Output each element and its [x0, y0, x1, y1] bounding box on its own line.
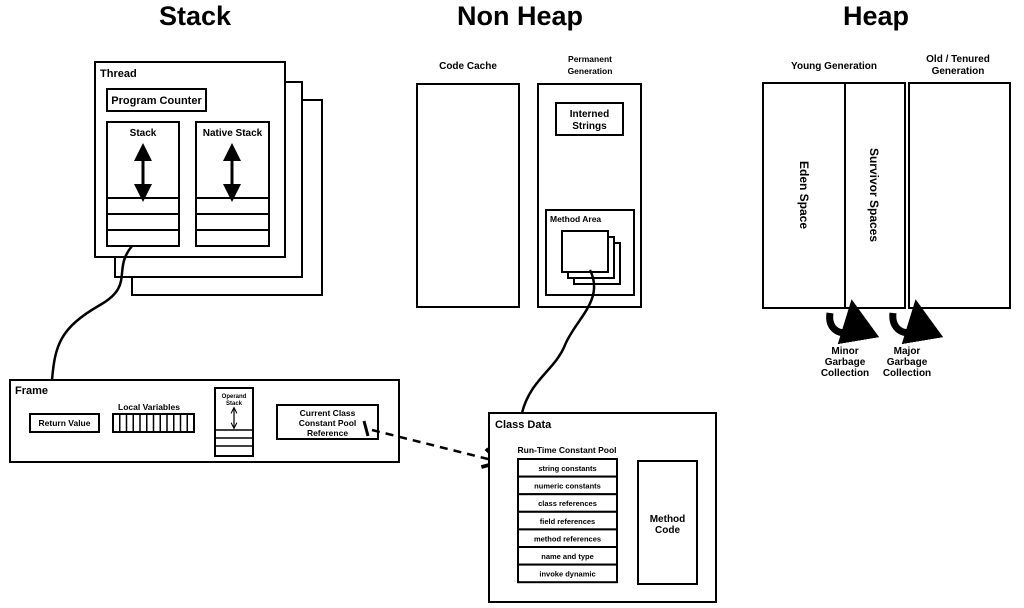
- thread-title: Thread: [100, 68, 137, 80]
- heap-group: Young Generation Eden Space Survivor Spa…: [762, 54, 1011, 379]
- old-generation-label-line2: Generation: [932, 66, 985, 77]
- eden-space-label: Eden Space: [797, 161, 811, 229]
- interned-strings-label-line1: Interned: [570, 109, 609, 120]
- operand-stack-box: [214, 387, 254, 457]
- operand-stack-label-line1: Operand: [222, 394, 247, 400]
- permanent-generation-label-line1: Permanent: [568, 54, 612, 64]
- method-area-to-class-data-connector: [520, 269, 596, 414]
- class-data-group: Class Data Run-Time Constant Pool string…: [488, 412, 717, 603]
- constant-pool-ref-label-line3: Reference: [307, 428, 348, 438]
- local-variables-slots: [119, 414, 188, 432]
- young-generation-box: [762, 82, 906, 309]
- survivor-spaces-label: Survivor Spaces: [867, 148, 881, 242]
- stack-section-heading: Stack: [159, 1, 232, 31]
- method-code-box: [637, 460, 698, 585]
- permanent-generation-label-line2: Generation: [568, 66, 613, 76]
- method-area-class-page-1: [561, 230, 609, 273]
- return-value-label: Return Value: [39, 418, 91, 428]
- pool-item-label: name and type: [541, 552, 594, 561]
- minor-gc-label-line1: Minor: [831, 346, 858, 357]
- method-code-label-line1: Method: [650, 514, 686, 525]
- constant-pool-ref-pointer-tick: [362, 420, 370, 437]
- major-gc-label-line1: Major: [894, 346, 921, 357]
- runtime-constant-pool-label: Run-Time Constant Pool: [517, 445, 616, 455]
- frame-group: Frame Return Value Local Variables Opera…: [9, 379, 400, 463]
- old-generation-label-line1: Old / Tenured: [926, 54, 990, 65]
- constant-pool-ref-label-line2: Constant Pool: [299, 418, 357, 428]
- major-gc-arrow-icon: [889, 299, 944, 345]
- major-gc-label-line3: Collection: [883, 368, 931, 379]
- runtime-constant-pool-list: string constants numeric constants class r…: [517, 458, 618, 584]
- minor-gc-label-line2: Garbage: [825, 357, 866, 368]
- frame-title: Frame: [15, 385, 48, 397]
- constant-pool-ref-label-line1: Current Class: [300, 408, 356, 418]
- program-counter-box: [106, 88, 207, 112]
- program-counter-label: Program Counter: [111, 95, 202, 107]
- pool-item-label: field references: [540, 517, 595, 526]
- method-area-label: Method Area: [550, 214, 601, 224]
- pool-item-label: numeric constants: [534, 482, 601, 491]
- constant-pool-ref-box: [276, 404, 379, 440]
- stack-to-frame-connector: [50, 245, 133, 381]
- constant-pool-reference-arrow: [371, 428, 500, 462]
- non-heap-group: Code Cache Permanent Generation Interned…: [416, 54, 642, 308]
- code-cache-box: [416, 83, 520, 308]
- code-cache-label: Code Cache: [439, 61, 497, 72]
- pool-item-label: invoke dynamic: [539, 570, 595, 579]
- interned-strings-label-line2: Strings: [572, 121, 607, 132]
- old-generation-box: [908, 82, 1011, 309]
- pool-item-label: class references: [538, 499, 597, 508]
- heap-section-heading: Heap: [843, 1, 909, 31]
- native-stack-label: Native Stack: [203, 128, 263, 139]
- local-variables-label: Local Variables: [118, 402, 180, 412]
- pool-item-label: method references: [534, 534, 601, 543]
- major-gc-label-line2: Garbage: [887, 357, 928, 368]
- minor-gc-arrow-icon: [826, 299, 880, 345]
- method-code-label-line2: Code: [655, 525, 680, 536]
- non-heap-section-heading: Non Heap: [457, 1, 583, 31]
- stack-label: Stack: [130, 128, 157, 139]
- minor-gc-label-line3: Collection: [821, 368, 869, 379]
- pool-item-box: [517, 563, 618, 584]
- return-value-box: [29, 413, 100, 433]
- interned-strings-box: [555, 102, 624, 136]
- pool-item-label: string constants: [538, 464, 596, 473]
- operand-stack-label-line2: Stack: [226, 401, 243, 407]
- thread-group: Thread Program Counter Stack Native Stac…: [94, 61, 323, 296]
- class-data-title: Class Data: [495, 419, 552, 431]
- young-generation-label: Young Generation: [791, 61, 877, 72]
